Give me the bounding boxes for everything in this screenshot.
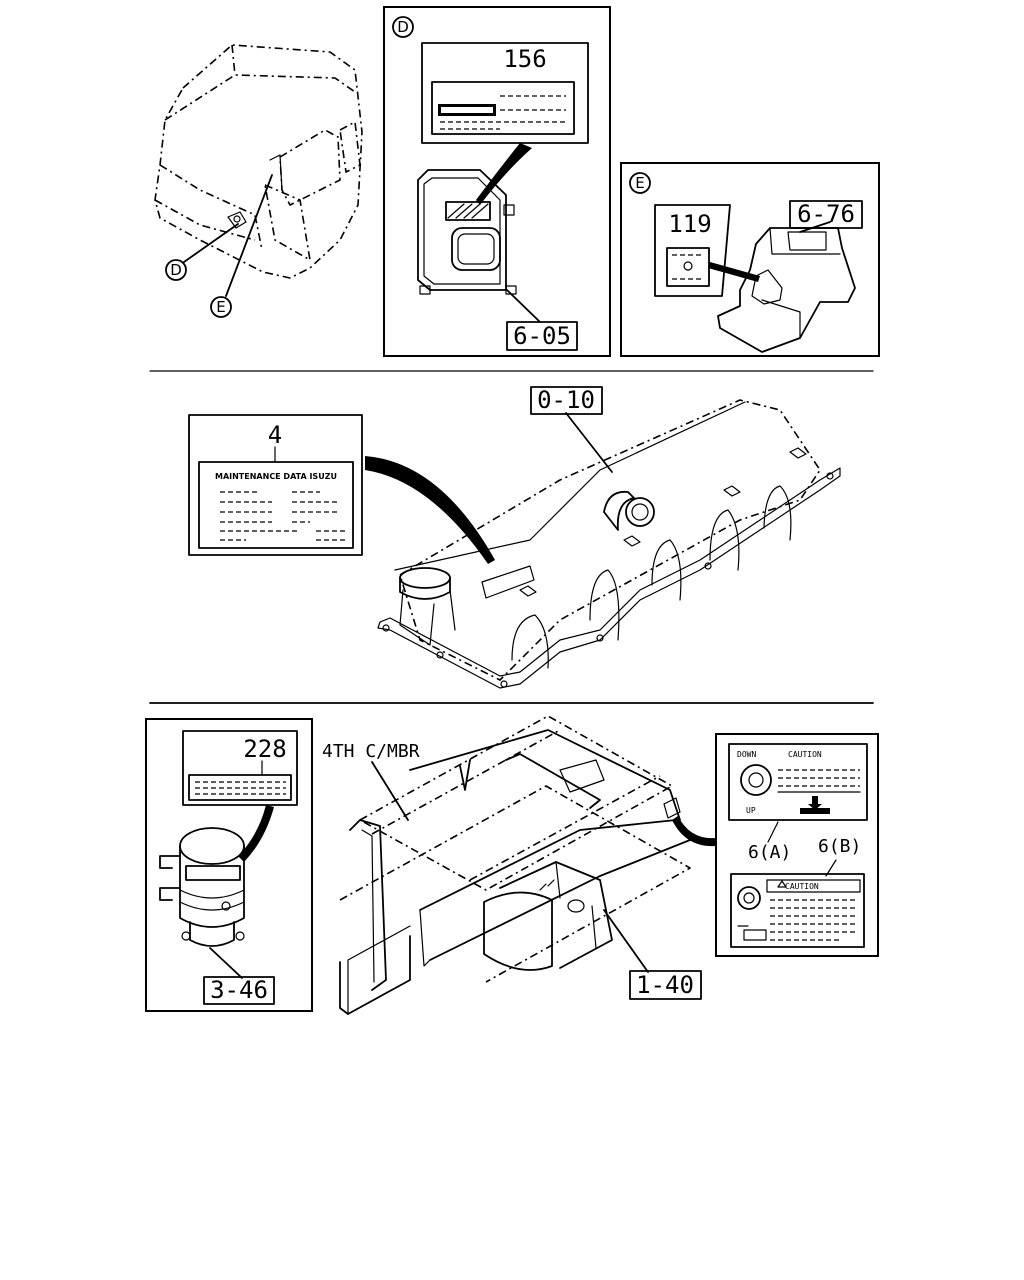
ref-0-10: 0-10 xyxy=(537,386,595,414)
label-228-number: 228 xyxy=(243,735,286,763)
callout-e-circle xyxy=(210,296,232,318)
decal-a-up: UP xyxy=(746,806,756,815)
tank-detail-panel: 228 3-46 xyxy=(145,718,313,1012)
label-4-box xyxy=(188,414,363,556)
label-6b: 6(B) xyxy=(818,836,861,857)
cab-view: D E xyxy=(154,44,363,318)
decal-a-down: DOWN xyxy=(737,750,756,759)
chassis-view: 4TH C/MBR 1-40 xyxy=(322,715,716,1015)
detail-d-panel: D 156 6-05 xyxy=(383,6,611,357)
decal-panel: DOWN CAUTION UP 6(A) 6(B) CAUTION xyxy=(715,733,879,957)
callout-d: D xyxy=(170,261,182,279)
decal-a-caution: CAUTION xyxy=(788,750,822,759)
label-4-number: 4 xyxy=(268,421,282,449)
label-119-number: 119 xyxy=(668,210,711,238)
label-156-box xyxy=(421,42,589,144)
decal-b-caution: CAUTION xyxy=(785,882,819,891)
callout-e: E xyxy=(216,298,225,316)
engine-view: 4 MAINTENANCE DATA ISUZU xyxy=(188,386,841,689)
detail-e-marker: E xyxy=(635,174,644,192)
detail-d-marker: D xyxy=(397,18,409,36)
decal-a xyxy=(728,743,868,821)
label-4-title: MAINTENANCE DATA ISUZU xyxy=(215,472,337,481)
decal-b xyxy=(730,873,865,948)
ref-6-05: 6-05 xyxy=(513,322,571,350)
label-228-box xyxy=(182,730,298,806)
ref-1-40: 1-40 xyxy=(636,971,694,999)
crossmember-label: 4TH C/MBR xyxy=(322,741,420,762)
detail-e-panel: E 119 6-76 xyxy=(620,162,880,357)
ref-3-46: 3-46 xyxy=(210,976,268,1004)
ref-6-76: 6-76 xyxy=(797,200,855,228)
label-156-number: 156 xyxy=(503,45,546,73)
callout-d-circle xyxy=(165,259,187,281)
label-6a: 6(A) xyxy=(748,842,791,863)
